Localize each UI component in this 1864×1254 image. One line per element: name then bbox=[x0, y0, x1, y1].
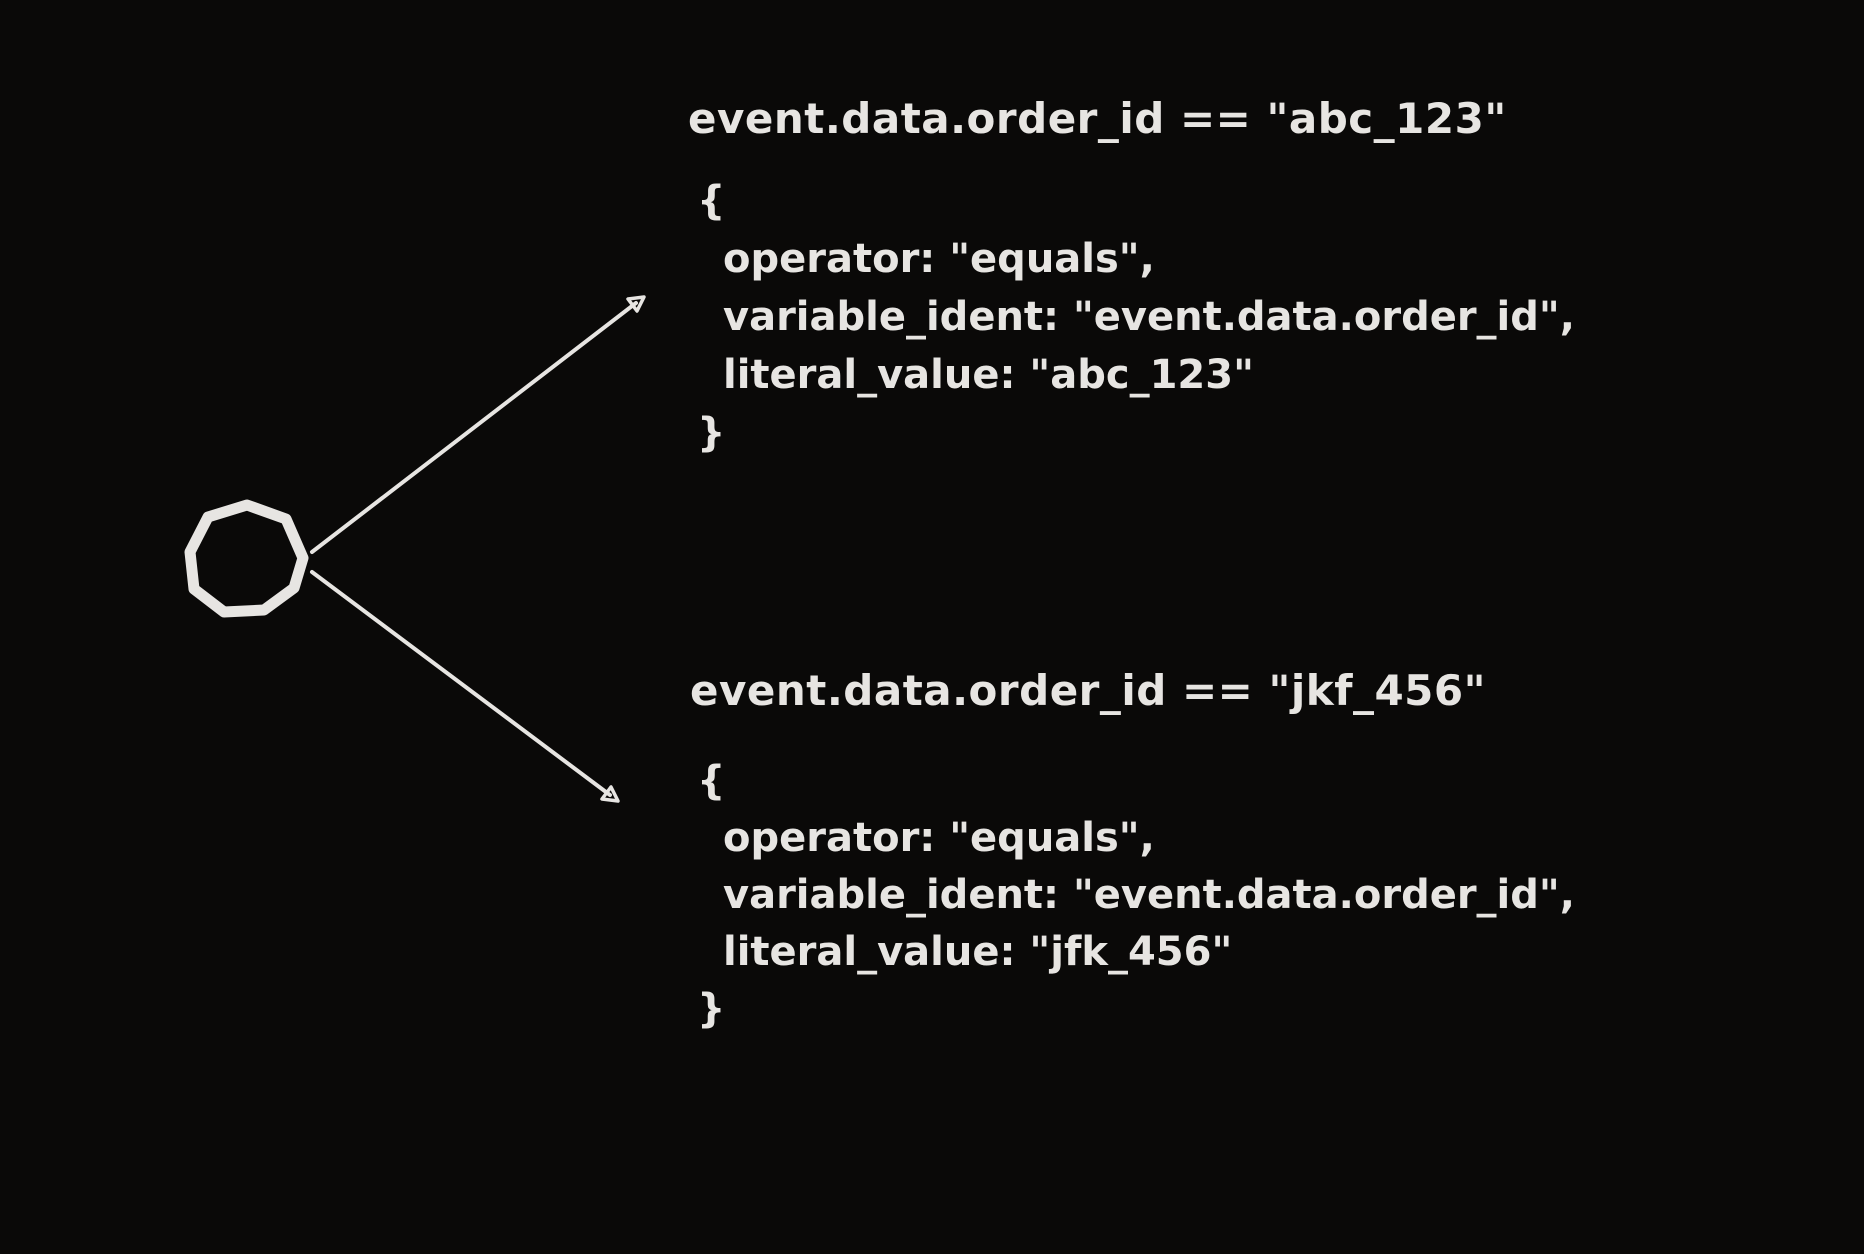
code-line: } bbox=[697, 986, 726, 1032]
code-line: } bbox=[697, 410, 726, 456]
branch-arrow-top bbox=[310, 295, 646, 554]
arrow-head-top-icon bbox=[626, 295, 646, 313]
branch-2-title: event.data.order_id == "jkf_456" bbox=[690, 666, 1487, 715]
code-line: { bbox=[697, 758, 726, 804]
code-line: operator: "equals", bbox=[723, 236, 1155, 282]
branch-arrow-bottom bbox=[310, 570, 620, 803]
code-line: operator: "equals", bbox=[723, 815, 1155, 861]
code-line: { bbox=[697, 178, 726, 224]
code-line: variable_ident: "event.data.order_id", bbox=[723, 294, 1575, 340]
arrow-head-bottom-icon bbox=[600, 785, 620, 803]
code-line: literal_value: "abc_123" bbox=[723, 352, 1254, 398]
event-node-circle bbox=[184, 499, 309, 618]
branch-1-title: event.data.order_id == "abc_123" bbox=[688, 94, 1507, 143]
code-line: variable_ident: "event.data.order_id", bbox=[723, 872, 1575, 918]
branch-1-code: { operator: "equals", variable_ident: "e… bbox=[697, 172, 1575, 462]
code-line: literal_value: "jfk_456" bbox=[723, 929, 1233, 975]
branch-2-code: { operator: "equals", variable_ident: "e… bbox=[697, 753, 1575, 1038]
